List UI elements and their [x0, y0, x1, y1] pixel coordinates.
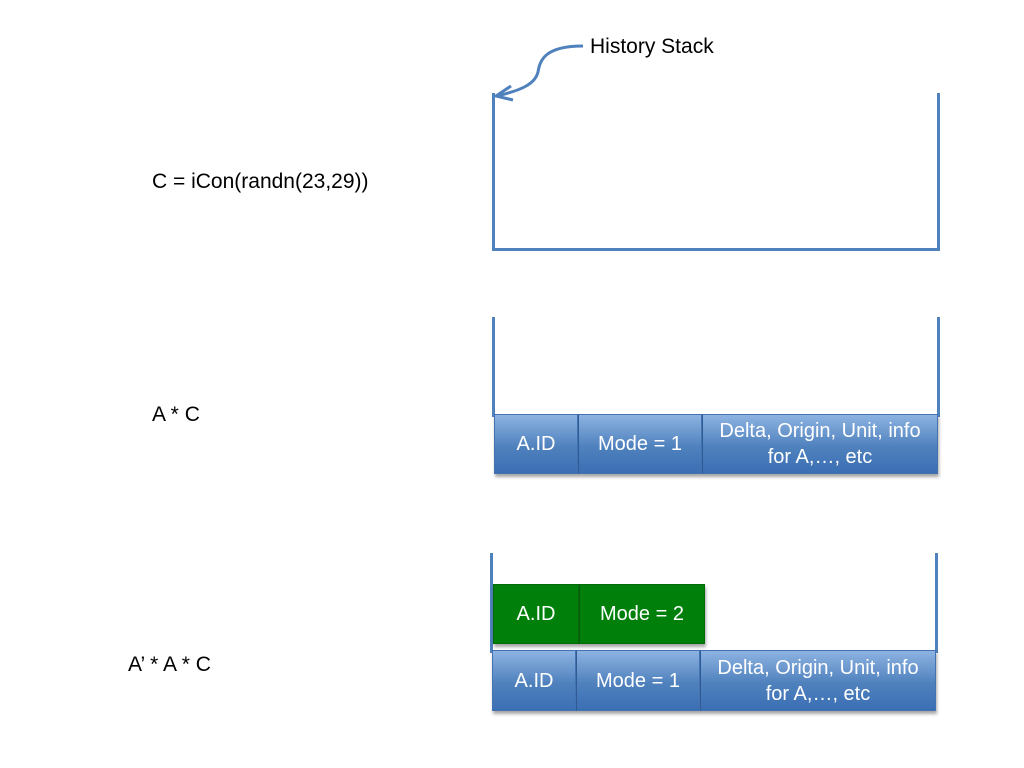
entry-id-cell: A.ID: [493, 584, 579, 644]
entry-info-cell: Delta, Origin, Unit, info for A,…, etc: [700, 650, 936, 711]
step-1-expression: C = iCon(randn(23,29)): [152, 170, 369, 193]
entry-id-cell: A.ID: [494, 414, 578, 474]
stack-entry-a-mode-1: A.ID Mode = 1 Delta, Origin, Unit, info …: [494, 414, 938, 474]
step-3-expression: A’ * A * C: [128, 653, 211, 676]
history-stack-two-entries: [490, 553, 938, 653]
callout-arrow: [492, 44, 584, 102]
entry-id-cell: A.ID: [492, 650, 576, 711]
history-stack-empty: [492, 93, 940, 251]
stack-entry-a-mode-1: A.ID Mode = 1 Delta, Origin, Unit, info …: [492, 650, 936, 711]
entry-mode-cell: Mode = 2: [579, 584, 705, 644]
entry-info-cell: Delta, Origin, Unit, info for A,…, etc: [702, 414, 938, 474]
step-2-expression: A * C: [152, 403, 200, 426]
history-stack-callout: History Stack: [590, 35, 714, 58]
entry-mode-cell: Mode = 1: [578, 414, 702, 474]
entry-mode-cell: Mode = 1: [576, 650, 700, 711]
stack-entry-a-mode-2: A.ID Mode = 2: [493, 584, 705, 644]
history-stack-one-entry: [492, 317, 940, 417]
